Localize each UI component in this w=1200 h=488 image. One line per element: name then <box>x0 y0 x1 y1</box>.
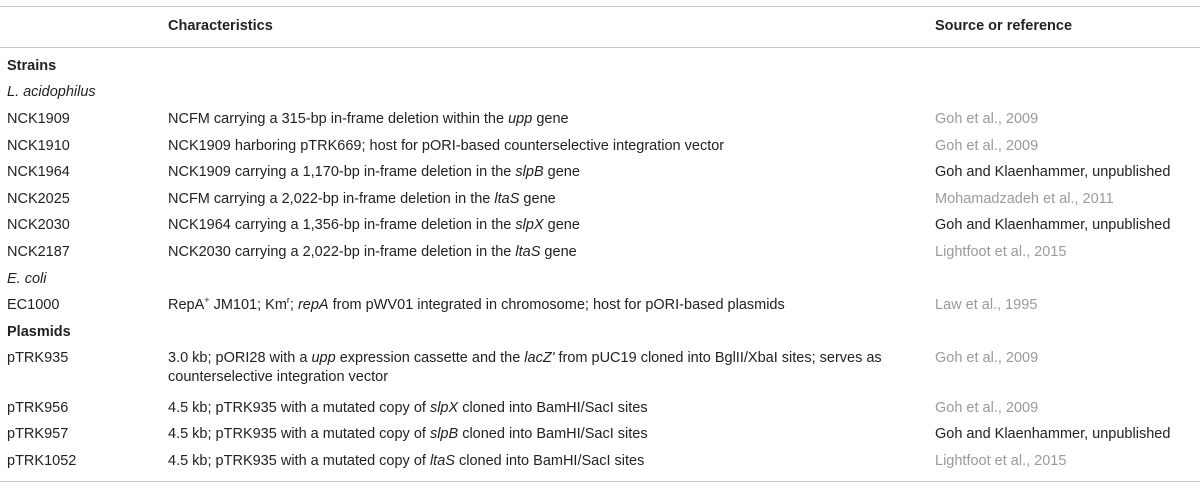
gene-name: slpX <box>429 400 459 416</box>
bottom-rule <box>0 481 1200 482</box>
table-row: NCK1964 NCK1909 carrying a 1,170-bp in-f… <box>0 159 1200 185</box>
characteristics-cell: 3.0 kb; pORI28 with a upp expression cas… <box>168 350 882 385</box>
characteristics-cell: NCK1909 harboring pTRK669; host for pORI… <box>168 138 725 154</box>
table-row: pTRK957 4.5 kb; pTRK935 with a mutated c… <box>0 421 1200 447</box>
gene-name: slpB <box>429 426 459 442</box>
strain-id: EC1000 <box>7 297 60 313</box>
characteristics-cell: RepA+ JM101; Kmr; repA from pWV01 integr… <box>168 295 785 313</box>
header-row: Characteristics Source or reference <box>0 13 1200 39</box>
reference-link[interactable]: Goh et al., 2009 <box>935 138 1039 154</box>
gene-name: upp <box>311 350 336 366</box>
header-rule <box>0 47 1200 48</box>
plasmid-id: pTRK1052 <box>7 453 77 469</box>
header-characteristics: Characteristics <box>168 18 273 34</box>
reference-link[interactable]: Mohamadzadeh et al., 2011 <box>935 191 1114 207</box>
table-row: pTRK956 4.5 kb; pTRK935 with a mutated c… <box>0 395 1200 421</box>
table-row: NCK2030 NCK1964 carrying a 1,356-bp in-f… <box>0 212 1200 238</box>
gene-name: lacZ' <box>524 350 555 366</box>
reference-text: Goh and Klaenhammer, unpublished <box>935 426 1171 442</box>
reference-link[interactable]: Goh et al., 2009 <box>935 111 1039 127</box>
gene-name: ltaS <box>515 244 541 260</box>
characteristics-cell: 4.5 kb; pTRK935 with a mutated copy of l… <box>168 453 645 469</box>
characteristics-cell: NCK1964 carrying a 1,356-bp in-frame del… <box>168 217 580 233</box>
characteristics-cell: 4.5 kb; pTRK935 with a mutated copy of s… <box>168 400 648 416</box>
table-row: EC1000 RepA+ JM101; Kmr; repA from pWV01… <box>0 292 1200 318</box>
characteristics-cell: NCFM carrying a 2,022-bp in-frame deleti… <box>168 191 556 207</box>
table-row: NCK2187 NCK2030 carrying a 2,022-bp in-f… <box>0 239 1200 265</box>
reference-text: Goh and Klaenhammer, unpublished <box>935 164 1171 180</box>
characteristics-cell: NCFM carrying a 315-bp in-frame deletion… <box>168 111 569 127</box>
table-row: pTRK935 3.0 kb; pORI28 with a upp expres… <box>0 345 1200 391</box>
table-row: NCK1909 NCFM carrying a 315-bp in-frame … <box>0 106 1200 132</box>
top-rule <box>0 6 1200 7</box>
plasmid-id: pTRK957 <box>7 426 69 442</box>
strain-id: NCK1910 <box>7 138 70 154</box>
strain-id: NCK2030 <box>7 217 70 233</box>
subsection-lacidophilus: L. acidophilus <box>0 79 1200 105</box>
gene-name: repA <box>297 297 329 313</box>
table-row: pTRK1052 4.5 kb; pTRK935 with a mutated … <box>0 448 1200 474</box>
section-label: Strains <box>7 58 57 74</box>
gene-name: slpB <box>515 164 544 180</box>
section-label: Plasmids <box>7 324 71 340</box>
gene-name: slpX <box>515 217 544 233</box>
table-row: NCK1910 NCK1909 harboring pTRK669; host … <box>0 133 1200 159</box>
table-row: NCK2025 NCFM carrying a 2,022-bp in-fram… <box>0 186 1200 212</box>
species-label: E. coli <box>7 271 47 287</box>
characteristics-cell: NCK2030 carrying a 2,022-bp in-frame del… <box>168 244 577 260</box>
gene-name: ltaS <box>494 191 520 207</box>
species-label: L. acidophilus <box>7 84 96 100</box>
reference-text: Goh and Klaenhammer, unpublished <box>935 217 1171 233</box>
section-strains: Strains <box>0 53 1200 79</box>
strain-id: NCK1909 <box>7 111 70 127</box>
reference-link[interactable]: Law et al., 1995 <box>935 297 1038 313</box>
characteristics-cell: NCK1909 carrying a 1,170-bp in-frame del… <box>168 164 580 180</box>
plasmid-id: pTRK956 <box>7 400 69 416</box>
reference-link[interactable]: Lightfoot et al., 2015 <box>935 453 1067 469</box>
plasmid-id: pTRK935 <box>7 350 69 366</box>
section-plasmids: Plasmids <box>0 319 1200 345</box>
reference-link[interactable]: Goh et al., 2009 <box>935 400 1039 416</box>
strain-id: NCK2187 <box>7 244 70 260</box>
reference-link[interactable]: Goh et al., 2009 <box>935 350 1039 366</box>
header-source: Source or reference <box>935 18 1073 34</box>
gene-name: ltaS <box>429 453 455 469</box>
strain-id: NCK2025 <box>7 191 70 207</box>
strain-id: NCK1964 <box>7 164 70 180</box>
reference-link[interactable]: Lightfoot et al., 2015 <box>935 244 1067 260</box>
subsection-ecoli: E. coli <box>0 266 1200 292</box>
characteristics-cell: 4.5 kb; pTRK935 with a mutated copy of s… <box>168 426 648 442</box>
gene-name: upp <box>508 111 533 127</box>
